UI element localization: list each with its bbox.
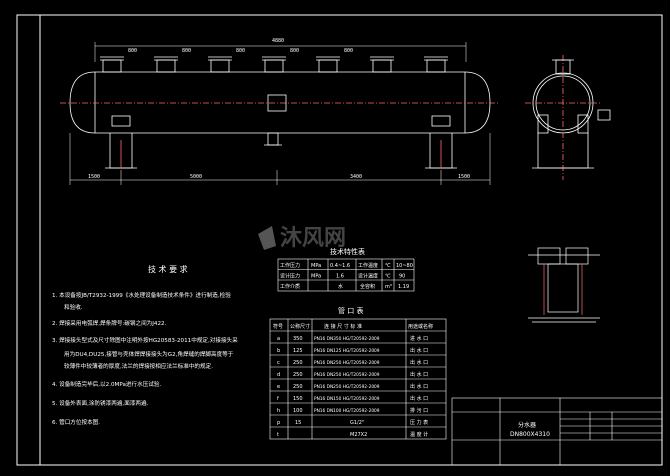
saddle-section-detail [528, 247, 600, 323]
technical-notes: 技 术 要 求 1. 本设备按JB/T2932-1999《水处理设备制造技术条件… [52, 264, 238, 426]
pt-r1-c4: ℃ [385, 274, 391, 280]
dim-top-total: 4880 [272, 38, 284, 44]
nt-r7-c1: 15 [295, 420, 301, 426]
nt-r3-c0: d [277, 372, 280, 378]
nt-h1: 公称尺寸 [290, 323, 310, 330]
note-1b: 和验收. [64, 303, 83, 311]
nt-r4-c0: e [277, 384, 280, 390]
note-3b: 用为DU4,DU25,接管与壳体焊焊接接头为G2,角焊缝的焊脚高度等于 [64, 350, 234, 358]
title-block [451, 397, 663, 466]
pt-r1-c3: 设计温度 [358, 273, 378, 280]
note-5: 5. 设备外表面,涂防锈漆两遍,面漆两遍. [52, 399, 149, 407]
nt-r5-c0: f [277, 396, 279, 402]
nt-h0: 符号 [273, 323, 283, 330]
watermark: 沐风网 [258, 226, 346, 251]
nt-r4-c2: PN16 DN250 HG/T20592-2009 [314, 384, 380, 390]
nozzle-table: 管 口 表 符号 公称尺寸 连 接 尺 寸 标 准 用途或名称 a 350 PN… [269, 306, 447, 440]
pt-r0-c2: 0.4~1.6 [330, 263, 350, 269]
nt-r0-c3: 进 水 口 [410, 335, 428, 342]
watermark-text: 沐风网 [280, 226, 346, 251]
watermark-logo-icon [258, 226, 276, 250]
nt-r3-c2: PN16 DN250 HG/T20592-2009 [314, 372, 380, 378]
dim-bottom-2: 5000 [190, 174, 202, 180]
front-dimensions [69, 42, 491, 185]
pt-r0-c0: 工作压力 [280, 262, 300, 269]
nozzle-table-title: 管 口 表 [338, 306, 363, 315]
nt-r7-c2: G1/2" [350, 420, 364, 426]
nt-r1-c2: PN16 DN125 HG/T20592-2009 [314, 348, 380, 354]
process-table-title: 技术特性表 [330, 247, 365, 256]
nt-r7-c0: p [277, 420, 280, 426]
note-4: 4. 设备制造完毕后,以2.0MPa进行水压试验. [52, 380, 161, 388]
dim-top-4: 800 [290, 48, 299, 54]
dim-top-2: 800 [182, 48, 191, 54]
nt-r6-c2: PN16 DN100 HG/T20592-2009 [314, 408, 380, 414]
dim-bottom-4: 1500 [458, 174, 470, 180]
title-block-name: 分水器 [518, 421, 536, 429]
pt-r0-c3: 工作温度 [358, 262, 378, 269]
pt-r2-c4: m³ [385, 284, 392, 290]
nt-h2: 连 接 尺 寸 标 准 [324, 323, 362, 330]
pt-r1-c1: MPa [311, 274, 321, 280]
side-view [525, 55, 611, 180]
nt-r8-c3: 温 度 计 [410, 431, 428, 438]
pt-r1-c0: 设计压力 [280, 273, 300, 280]
pt-r2-c5: 1.19 [398, 284, 409, 290]
note-6: 6. 管口方位按本图. [52, 418, 100, 426]
dim-top-1: 800 [128, 48, 137, 54]
nt-r4-c1: 250 [293, 384, 303, 390]
title-block-spec: DN800X4310 [510, 431, 550, 438]
note-2: 2. 焊接采用电弧焊,焊条牌号:碳钢之间为J422. [52, 319, 167, 327]
front-view [60, 56, 500, 169]
pt-r2-c2: 水 [338, 283, 343, 290]
nt-r1-c0: b [277, 348, 280, 354]
pt-r0-c5: 10~80 [396, 263, 413, 269]
pt-r1-c5: 90 [399, 274, 405, 280]
pt-r2-c3: 全容积 [360, 283, 375, 290]
dim-top-3: 800 [236, 48, 245, 54]
nt-r2-c0: c [277, 360, 280, 366]
pt-r0-c4: ℃ [385, 263, 391, 269]
outer-border [16, 14, 663, 466]
saddle-supports [105, 115, 457, 169]
nt-r5-c3: 出 水 口 [410, 395, 428, 402]
nt-r8-c2: M27X2 [350, 432, 367, 438]
note-3a: 3. 焊接接头型式及尺寸除图中注明外按HG20583-2011中规定,对接接头采 [52, 336, 238, 344]
notes-title: 技 术 要 求 [148, 264, 188, 274]
dim-bottom-1: 1500 [88, 174, 100, 180]
nt-r4-c3: 出 水 口 [410, 383, 428, 390]
nt-r6-c3: 排 污 口 [410, 407, 428, 414]
nt-r5-c1: 150 [293, 396, 303, 402]
nt-r2-c2: PN16 DN250 HG/T20592-2009 [314, 360, 380, 366]
nt-r0-c0: a [277, 336, 280, 342]
nt-r2-c3: 出 水 口 [410, 359, 428, 366]
nt-h3: 用途或名称 [408, 323, 433, 330]
process-table: 技术特性表 工作压力 MPa 0.4~1.6 工作温度 ℃ 10~80 设计压力… [277, 247, 415, 292]
dim-top-5: 800 [344, 48, 353, 54]
nt-r6-c0: h [277, 408, 280, 414]
nt-r1-c1: 125 [293, 348, 303, 354]
nt-r2-c1: 250 [293, 360, 303, 366]
pt-r0-c1: MPa [311, 263, 321, 269]
nt-r3-c1: 250 [293, 372, 303, 378]
nt-r8-c0: t [277, 432, 279, 438]
nt-r1-c3: 出 水 口 [410, 347, 428, 354]
pt-r2-c0: 工作介质 [280, 283, 300, 290]
top-nozzles [100, 56, 448, 73]
dim-bottom-3: 3400 [350, 174, 362, 180]
nt-r0-c2: PN16 DN350 HG/T20592-2009 [314, 336, 380, 342]
nt-r3-c3: 出 水 口 [410, 371, 428, 378]
nt-r6-c1: 100 [293, 408, 303, 414]
note-1a: 1. 本设备按JB/T2932-1999《水处理设备制造技术条件》进行制造,检验 [52, 291, 231, 299]
note-3c: 较薄件中较薄者的厚度,法兰的焊接按相应法兰标准中的规定. [64, 362, 213, 370]
pt-r1-c2: 1.6 [336, 274, 344, 280]
nt-r5-c2: PN16 DN150 HG/T20592-2009 [314, 396, 380, 402]
nt-r0-c1: 350 [293, 336, 303, 342]
nt-r7-c3: 压 力 表 [410, 419, 428, 426]
